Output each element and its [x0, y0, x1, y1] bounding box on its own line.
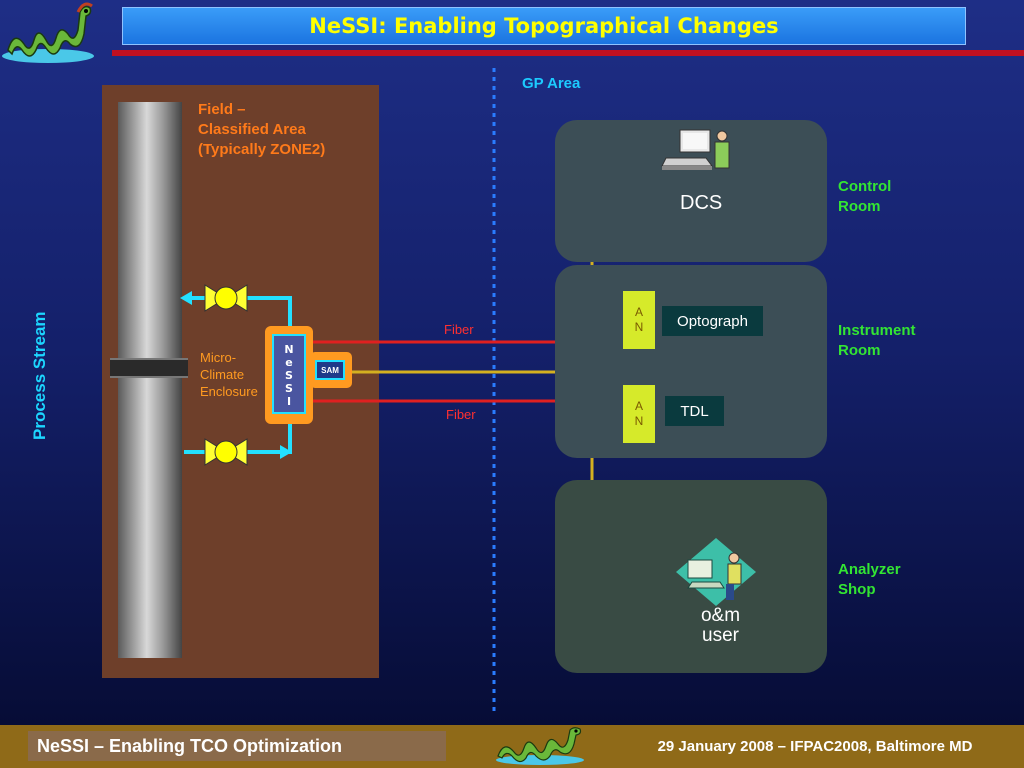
nessi-letter: S: [285, 382, 293, 395]
nessi-letter: S: [285, 369, 293, 382]
footer-title: NeSSI – Enabling TCO Optimization: [28, 731, 446, 761]
an-letter: A: [634, 305, 643, 319]
tdl-tag: TDL: [665, 396, 724, 426]
room-label-line: Control: [838, 178, 892, 195]
micro-label-line: Micro-: [200, 350, 237, 365]
om-label-line: o&m: [700, 605, 741, 626]
om-user-label: o&m user: [693, 606, 748, 646]
valve-top-icon: [204, 284, 248, 312]
process-pipe: [118, 102, 182, 658]
footer-date-venue: 29 January 2008 – IFPAC2008, Baltimore M…: [606, 725, 1024, 768]
arrow-left-icon: [180, 291, 192, 305]
micro-label-line: Climate: [200, 367, 245, 382]
gp-area-label: GP Area: [522, 75, 581, 92]
an-letter: N: [634, 320, 644, 334]
analyzer-node-bottom: A N: [623, 385, 655, 443]
room-label-line: Room: [838, 198, 881, 215]
optograph-tag: Optograph: [662, 306, 763, 336]
room-label-line: Room: [838, 342, 881, 359]
an-letter: N: [634, 414, 644, 428]
instrument-room-label: Instrument Room: [838, 321, 916, 361]
field-label-line: (Typically ZONE2): [198, 141, 326, 158]
control-room-label: Control Room: [838, 177, 891, 217]
nessi-letter: N: [284, 343, 294, 356]
micro-climate-label: Micro- Climate Enclosure: [200, 349, 258, 400]
instrument-room-panel: [555, 265, 827, 458]
room-label-line: Analyzer: [838, 561, 901, 578]
micro-label-line: Enclosure: [200, 384, 258, 399]
analyzer-node-top: A N: [623, 291, 655, 349]
nessi-letter: e: [285, 356, 293, 369]
dcs-label: DCS: [680, 192, 723, 214]
field-area-label: Field – Classified Area (Typically ZONE2…: [198, 100, 325, 160]
room-label-line: Shop: [838, 581, 876, 598]
slide-title: NeSSI: Enabling Topographical Changes: [122, 7, 966, 45]
nessi-module: N e S S I: [272, 334, 306, 414]
nessie-footer-logo: [496, 727, 584, 765]
arrow-right-icon: [280, 445, 292, 459]
pipe-flange: [110, 358, 188, 378]
room-label-line: Instrument: [838, 322, 916, 339]
om-user-icon: [676, 538, 756, 606]
field-label-line: Field –: [198, 101, 246, 118]
fiber-label-top: Fiber: [444, 322, 474, 337]
an-letter: A: [634, 399, 643, 413]
computer-operator-icon: [661, 129, 730, 170]
title-underline: [112, 50, 1024, 56]
valve-bottom-icon: [204, 438, 248, 466]
nessie-logo: [2, 2, 94, 63]
om-label-line: user: [702, 625, 739, 646]
sam-module: SAM: [315, 360, 345, 380]
fiber-label-bottom: Fiber: [446, 407, 476, 422]
nessi-letter: I: [286, 395, 292, 408]
field-label-line: Classified Area: [198, 121, 306, 138]
analyzer-shop-label: Analyzer Shop: [838, 560, 901, 600]
